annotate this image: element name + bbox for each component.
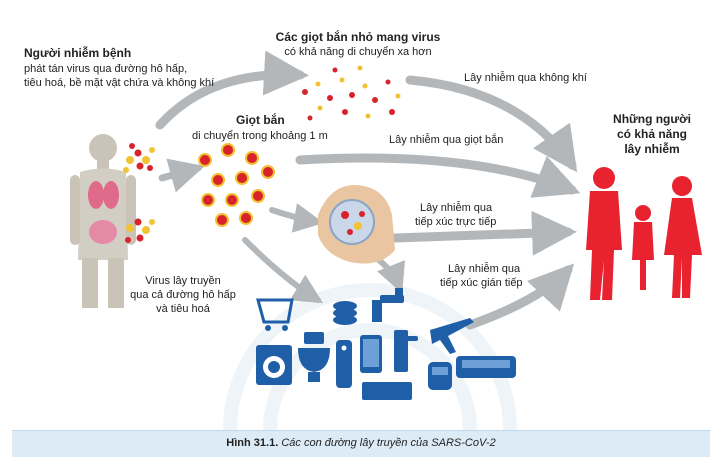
hand-icon <box>318 185 395 264</box>
breath-virus-cluster <box>123 143 155 173</box>
arrow-direct <box>390 210 577 256</box>
route-indirect-label-2: tiếp xúc gián tiếp <box>440 277 523 289</box>
faucet-icon <box>372 288 404 322</box>
small-droplets-cloud <box>302 65 401 121</box>
target-line-1: Những người <box>613 112 691 126</box>
child-silhouette-icon <box>632 205 654 290</box>
route-droplet-label: Lây nhiễm qua giọt bắn <box>389 134 504 146</box>
figure-caption: Hình 31.1. Các con đường lây truyền của … <box>12 437 710 449</box>
arrow-source-to-objects <box>242 237 324 304</box>
figure-caption-bar: Hình 31.1. Các con đường lây truyền của … <box>12 430 710 457</box>
smartphone-icon <box>360 335 382 373</box>
shopping-cart-icon <box>256 298 294 331</box>
keyboard-icon <box>362 382 412 400</box>
droplets-subtitle: di chuyển trong khoảng 1 m <box>192 130 328 142</box>
droplets-title: Giọt bắn <box>236 113 285 127</box>
route-air-label: Lây nhiễm qua không khí <box>464 72 587 84</box>
large-droplets-cluster <box>198 143 275 227</box>
small-droplets-subtitle: có khả năng di chuyển xa hơn <box>284 46 432 58</box>
route-direct-label-1: Lây nhiễm qua <box>420 202 493 214</box>
arrow-indirect <box>465 263 575 330</box>
woman-silhouette-icon <box>664 176 702 298</box>
source-line-1: phát tán virus qua đường hô hấp, <box>24 63 188 75</box>
susceptible-people-silhouettes <box>586 167 702 300</box>
arrow-droplet <box>295 153 581 198</box>
diagram-artwork <box>70 50 702 430</box>
coins-icon <box>333 301 357 325</box>
arrow-air <box>405 75 578 173</box>
remote-control-icon <box>336 340 352 388</box>
airplane-icon <box>430 318 474 354</box>
arrow-droplets-to-hand <box>269 203 324 233</box>
digestive-line-2: qua cả đường hô hấp <box>130 289 236 301</box>
man-silhouette-icon <box>586 167 622 300</box>
virus-on-hand-icon <box>329 199 375 245</box>
bus-icon <box>456 356 516 378</box>
figure-caption-label: Hình 31.1. <box>226 437 279 449</box>
route-indirect-label-1: Lây nhiễm qua <box>448 263 521 275</box>
gut-virus-cluster <box>125 218 155 243</box>
source-title: Người nhiễm bệnh <box>24 46 132 60</box>
figure-caption-text: Các con đường lây truyền của SARS-CoV-2 <box>281 437 496 449</box>
transmission-arrows <box>155 50 581 330</box>
toilet-icon <box>298 332 330 382</box>
arrow-source-to-droplets <box>158 158 205 193</box>
target-line-2: có khả năng <box>616 127 687 141</box>
digestive-line-3: và tiêu hoá <box>156 303 210 315</box>
digestive-line-1: Virus lây truyền <box>145 275 221 287</box>
arrow-source-to-small-droplets <box>155 50 309 130</box>
infected-person-figure <box>70 134 136 308</box>
target-line-3: lây nhiễm <box>624 142 680 156</box>
stomach-icon <box>89 220 117 244</box>
route-direct-label-2: tiếp xúc trực tiếp <box>415 216 497 228</box>
lungs-icon <box>88 181 104 209</box>
contaminated-objects <box>256 288 516 400</box>
train-icon <box>428 362 452 390</box>
source-line-2: tiêu hoá, bề mặt vật chứa và không khí <box>24 77 215 89</box>
small-droplets-title: Các giọt bắn nhỏ mang virus <box>275 30 441 44</box>
washing-machine-icon <box>256 345 292 385</box>
door-handle-icon <box>394 330 418 372</box>
